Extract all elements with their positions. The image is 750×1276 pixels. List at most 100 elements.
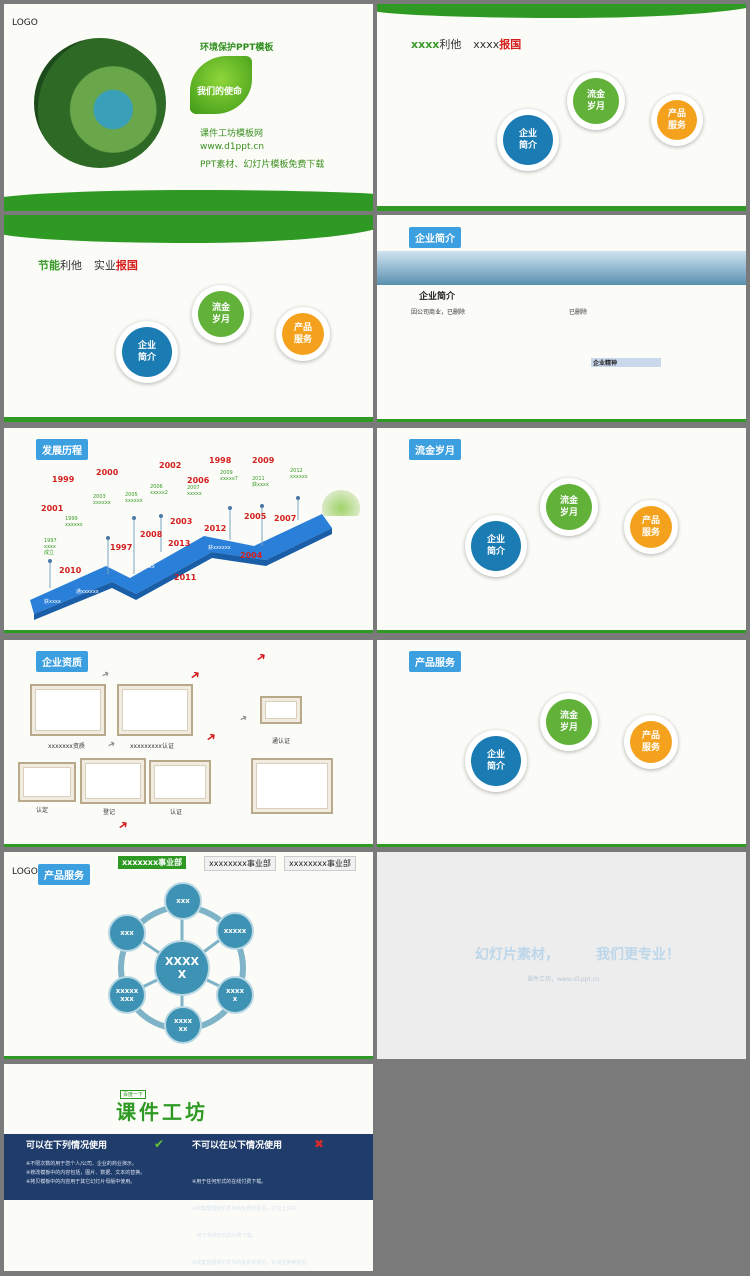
profile-text-left: 因公司商业，已删除 xyxy=(411,309,466,316)
node-top[interactable]: xxx xyxy=(164,882,202,920)
brand-small: 百度一下 xyxy=(120,1090,147,1099)
site-url[interactable]: www.d1ppt.cn xyxy=(200,142,265,152)
green-footer-line xyxy=(377,844,746,847)
circle-company-intro[interactable]: 企业 简介 xyxy=(122,327,172,377)
tab-division-3[interactable]: xxxxxxxx事业部 xyxy=(284,856,356,871)
cannot-item: ※用于任何形式的在线付费下载。 xyxy=(192,1179,267,1185)
slide-intro-circles-2[interactable]: 节能利他 实业报国 企业 简介 流金 岁月 产品 服务 xyxy=(4,215,373,422)
node-bottom[interactable]: xxxx xx xyxy=(164,1006,202,1044)
node-upper-right[interactable]: xxxxx xyxy=(216,912,254,950)
cert-label: xxxxxxxxx认证 xyxy=(130,743,174,750)
slide-cover[interactable]: LOGO 环境保护PPT模板 我们的使命 课件工坊模板网 www.d1ppt.c… xyxy=(4,4,373,211)
cert-label: 认证 xyxy=(170,809,183,816)
cannot-item: 用于各种形式的付费下载。 xyxy=(192,1233,257,1239)
slide-company-profile[interactable]: 企业简介 企业简介 因公司商业，已删除 已删除 企业精神 xyxy=(377,215,746,422)
slide-history[interactable]: 流金岁月 企业 简介 流金 岁月 产品 服务 xyxy=(377,428,746,633)
section-tag: 流金岁月 xyxy=(409,439,461,460)
circle-company-intro[interactable]: 企业 简介 xyxy=(471,736,521,786)
can-use-list: ※不限次数的用于您个人/公司、企业的商业演示。 ※修改模板中的内容包括，图片、数… xyxy=(26,1160,145,1187)
slide-products[interactable]: 产品服务 企业 简介 流金 岁月 产品 服务 xyxy=(377,640,746,847)
certificate-image xyxy=(251,758,333,814)
year-label: 2012 xyxy=(204,524,227,533)
event-note: 2005 xxxxxx xyxy=(125,492,143,504)
year-label: 2013 xyxy=(168,539,191,548)
circle-company-intro[interactable]: 企业 简介 xyxy=(503,115,553,165)
section-tag: 发展历程 xyxy=(36,439,88,460)
node-center[interactable]: XXXX X xyxy=(154,940,210,996)
event-note: 2003 xxxxxx xyxy=(93,494,111,506)
year-label: 2011 xyxy=(174,573,197,582)
circle-history[interactable]: 流金 岁月 xyxy=(198,291,244,337)
year-label: 2006 xyxy=(187,476,210,485)
slide-intro-circles[interactable]: xxxx利他 xxxx报国 企业 简介 流金 岁月 产品 服务 xyxy=(377,4,746,211)
year-label: 2008 xyxy=(140,530,163,539)
terms-panel xyxy=(4,1134,373,1200)
node-upper-left[interactable]: xxx xyxy=(108,914,146,952)
circle-products[interactable]: 产品 服务 xyxy=(630,721,672,763)
circle-products[interactable]: 产品 服务 xyxy=(657,100,697,140)
circle-products[interactable]: 产品 服务 xyxy=(630,506,672,548)
event-note: 2007 xxxxx xyxy=(187,485,202,497)
slogan-part-d: 报国 xyxy=(499,38,522,51)
slide-terms[interactable]: 百度一下 课件工坊 可以在下列情况使用 ✔ 不可以在以下情况使用 ✖ ※不限次数… xyxy=(4,1064,373,1271)
circle-history[interactable]: 流金 岁月 xyxy=(546,699,592,745)
arrow-icon: ➜ xyxy=(106,738,118,752)
circle-history[interactable]: 流金 岁月 xyxy=(546,484,592,530)
tab-division-1[interactable]: xxxxxxx事业部 xyxy=(118,856,187,869)
arrow-icon: ➜ xyxy=(100,668,112,682)
earth-globe-image xyxy=(34,38,166,168)
green-wave-header xyxy=(4,215,373,243)
can-item: ※修改模板中的内容包括，图片、数据、文本的替换。 xyxy=(26,1170,146,1176)
ad-subtitle: 课件工坊，www.d1ppt.cn xyxy=(527,976,600,983)
year-label: 2005 xyxy=(244,512,267,521)
path-label: 获xxxx xyxy=(44,599,61,605)
circle-products[interactable]: 产品 服务 xyxy=(282,313,324,355)
ad-title-b: 我们更专业！ xyxy=(596,947,680,963)
tab-division-2[interactable]: xxxxxxxx事业部 xyxy=(204,856,276,871)
node-lower-right[interactable]: xxxx x xyxy=(216,976,254,1014)
circle-company-intro[interactable]: 企业 简介 xyxy=(471,521,521,571)
path-label: 获xxxxxx xyxy=(208,545,231,551)
section-tag: 产品服务 xyxy=(409,651,461,672)
arrow-icon: ➜ xyxy=(186,666,204,684)
mountain-banner-image xyxy=(377,251,746,285)
spirit-label: 企业精神 xyxy=(591,358,661,367)
year-label: 2010 xyxy=(59,566,82,575)
arrow-icon: ➜ xyxy=(238,712,250,726)
cannot-item: ※收集整理我们发布的免费资源后，打包上传并 xyxy=(192,1206,297,1212)
event-note: 2009 xxxxx7 xyxy=(220,470,238,482)
slogan-part-b: 利他 xyxy=(439,38,462,51)
profile-text-right: 已删除 xyxy=(569,309,588,316)
cert-label: 登记 xyxy=(103,809,116,816)
arrow-icon: ➜ xyxy=(114,816,132,834)
certificate-image xyxy=(30,684,106,736)
can-item: ※拷贝模板中的内容用于其它幻灯片母版中使用。 xyxy=(26,1179,136,1185)
slide-qualifications[interactable]: 企业资质 xxxxxxx资质 xxxxxxxxx认证 通认证 认定 登记 认证 … xyxy=(4,640,373,847)
slogan-part-c: xxxx xyxy=(473,38,500,51)
slide-divisions[interactable]: LOGO 产品服务 xxxxxxx事业部 xxxxxxxx事业部 xxxxxxx… xyxy=(4,852,373,1059)
year-label: 1999 xyxy=(52,475,75,484)
event-note: 2006 xxxxx2 xyxy=(150,484,168,496)
slide-timeline[interactable]: 发展历程 1999 2000 2001 2002 1998 2009 2006 … xyxy=(4,428,373,633)
section-tag: 企业简介 xyxy=(409,227,461,248)
year-label: 1998 xyxy=(209,456,232,465)
certificate-image xyxy=(260,696,302,724)
node-lower-left[interactable]: xxxxx xxx xyxy=(108,976,146,1014)
cannot-use-list: ※用于任何形式的在线付费下载。 ※收集整理我们发布的免费资源后，打包上传并 用于… xyxy=(192,1160,311,1271)
event-note: 2012 xxxxxx xyxy=(290,468,308,480)
subtitle: 环境保护PPT模板 xyxy=(200,43,274,53)
certificate-image xyxy=(149,760,211,804)
logo-text: LOGO xyxy=(12,18,38,28)
circle-history[interactable]: 流金 岁月 xyxy=(573,78,619,124)
event-note: 1999 xxxxxx xyxy=(65,516,83,528)
arrow-icon: ➜ xyxy=(202,728,220,746)
green-wave-header xyxy=(377,4,746,18)
slogan-part-b: 利他 xyxy=(60,259,82,272)
check-icon: ✔ xyxy=(154,1137,165,1151)
green-wave-footer xyxy=(4,417,373,422)
slide-ad[interactable]: 幻灯片素材， 我们更专业！ 课件工坊，www.d1ppt.cn xyxy=(377,852,746,1059)
site-desc: PPT素材、幻灯片模板免费下载 xyxy=(200,160,325,170)
mission-text: 我们的使命 xyxy=(197,87,243,97)
certificate-image xyxy=(117,684,193,736)
logo-text: LOGO xyxy=(12,867,38,877)
